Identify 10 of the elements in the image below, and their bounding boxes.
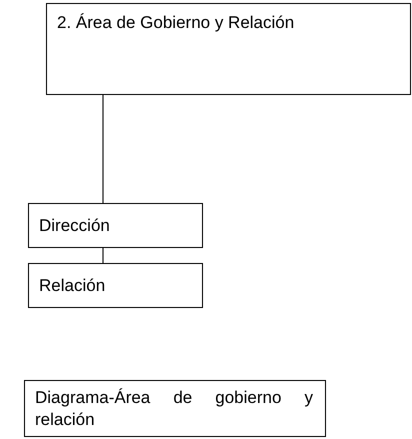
box-label: Dirección: [39, 215, 111, 237]
connector-line: [102, 94, 104, 204]
text-box: [24, 380, 326, 437]
text-box: [28, 203, 203, 248]
box-label: 2. Área de Gobierno y Relación: [57, 12, 296, 34]
box-label: Diagrama-Área de gobierno y relación: [35, 387, 313, 431]
text-box: [46, 3, 411, 95]
text-box: [28, 263, 203, 308]
box-label: Relación: [39, 275, 106, 297]
connector-line: [102, 248, 104, 264]
